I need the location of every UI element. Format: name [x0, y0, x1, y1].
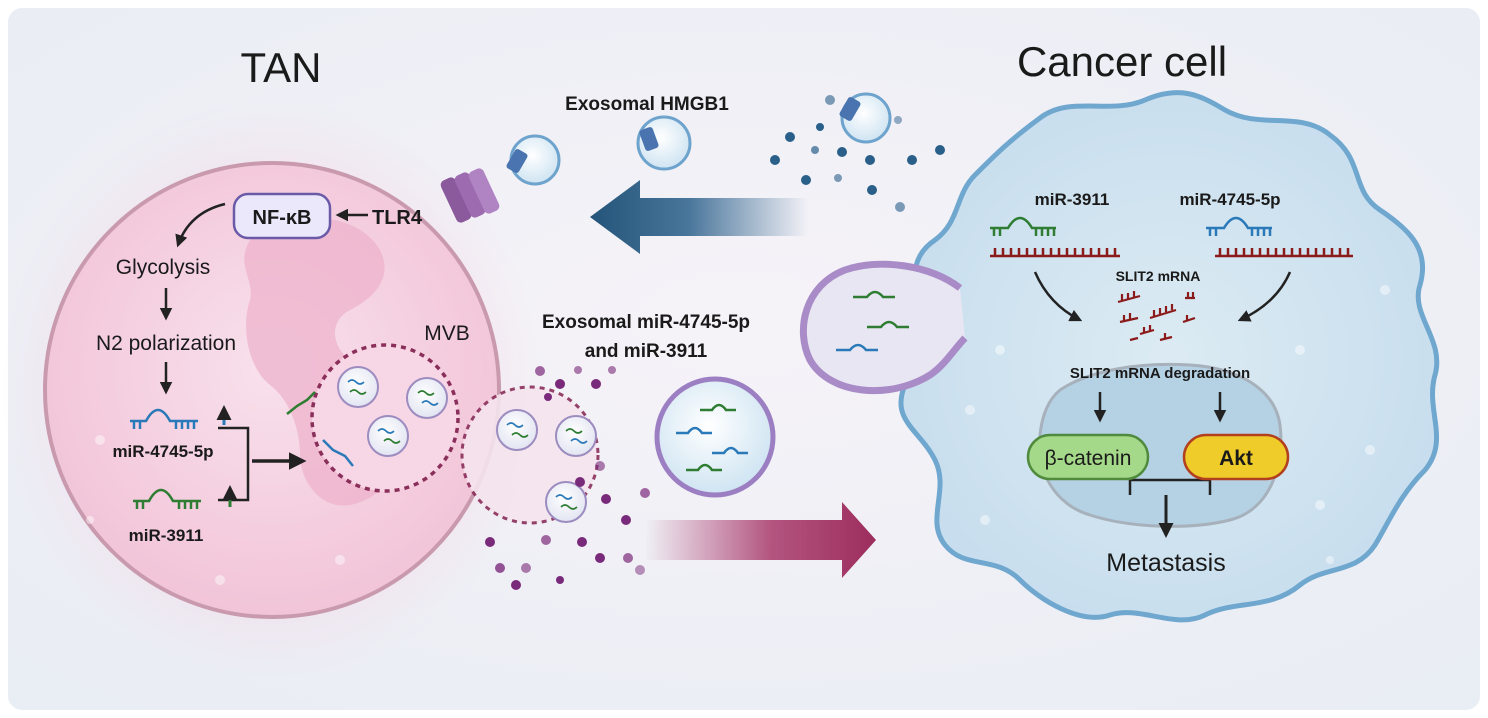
slit2-mrna-strands [990, 248, 1353, 258]
mirna-loading [286, 391, 354, 467]
tan-title: TAN [241, 44, 322, 91]
hmgb1-exosomes [506, 92, 892, 186]
nfkb-label: NF-κB [253, 207, 312, 229]
hmgb1-transfer-arrow [590, 180, 808, 254]
tan-cell-membrane [43, 161, 501, 619]
akt-label: Akt [1219, 447, 1253, 470]
exosomal-hmgb1-label: Exosomal HMGB1 [565, 94, 729, 115]
cancer-title: Cancer cell [1017, 38, 1227, 85]
metastasis-label: Metastasis [1106, 549, 1225, 577]
degraded-mrna-fragments [1117, 291, 1196, 342]
mvb-vesicle-cargo [347, 379, 588, 510]
upregulation-arrows [216, 405, 238, 507]
mirna-transfer-arrow [645, 502, 876, 578]
cancer-cell-membrane [898, 90, 1440, 623]
tan-pathway-arrows [159, 202, 368, 502]
tlr4-label: TLR4 [372, 207, 423, 229]
n2-polarization-label: N2 polarization [96, 332, 236, 355]
hmgb1-dots [770, 95, 945, 212]
cancer-pathway-arrows [1033, 271, 1292, 538]
mvb-label: MVB [424, 322, 470, 345]
exosomal-mirna-label-line1: Exosomal miR-4745-5p [542, 312, 750, 333]
tan-mir4745-glyph [130, 408, 198, 429]
endocytosis-membrane [800, 260, 968, 395]
glycolysis-label: Glycolysis [116, 256, 211, 279]
cytoplasm-particles [86, 285, 1390, 585]
cancer-mir4745-label: miR-4745-5p [1179, 190, 1280, 209]
slit2-degradation-label: SLIT2 mRNA degradation [1070, 365, 1250, 382]
akt-pill [1182, 433, 1290, 481]
mvb-vesicles [337, 366, 597, 523]
tan-mir3911-glyph [133, 488, 201, 509]
bcatenin-pill [1026, 433, 1150, 481]
mirna-exosome [654, 376, 776, 498]
nfkb-box [232, 192, 332, 240]
tan-mir4745-label: miR-4745-5p [112, 442, 213, 461]
exosomal-mirna-label-line2: and miR-3911 [585, 341, 708, 362]
tan-mir3911-label: miR-3911 [129, 526, 204, 545]
cancer-mir3911-glyph [990, 216, 1056, 236]
bcatenin-label: β-catenin [1045, 447, 1132, 470]
endosome-cargo [836, 290, 909, 352]
cancer-mir3911-label: miR-3911 [1035, 190, 1110, 209]
tlr4-receptor-icon [440, 168, 500, 223]
mirna-exosome-cargo [676, 403, 748, 472]
secreted-dots [485, 366, 650, 590]
cancer-mir4745-glyph [1206, 216, 1272, 236]
slit2-mrna-label: SLIT2 mRNA [1116, 268, 1201, 284]
